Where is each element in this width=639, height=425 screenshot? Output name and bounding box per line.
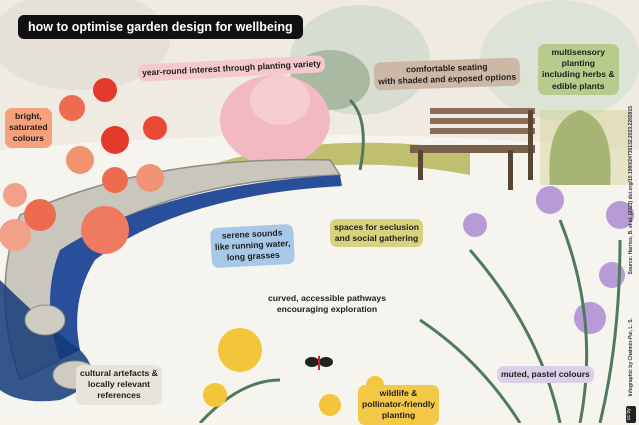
cc-license-icon: cc by bbox=[626, 406, 636, 423]
label-muted-colours: muted, pastel colours bbox=[497, 366, 594, 384]
source-credit: Source: Harries, B. et al. (2023) doi.or… bbox=[628, 106, 634, 275]
butterfly-icon bbox=[305, 356, 333, 370]
herb-bush bbox=[549, 110, 611, 185]
page-title: how to optimise garden design for wellbe… bbox=[18, 15, 303, 39]
infographic-credit: Infographic by Chalmin-Pui, L. S. bbox=[628, 318, 634, 397]
bench bbox=[410, 108, 535, 190]
grass-leaves bbox=[198, 98, 622, 423]
yellow-flowers bbox=[203, 328, 384, 416]
red-flowers bbox=[0, 78, 167, 254]
